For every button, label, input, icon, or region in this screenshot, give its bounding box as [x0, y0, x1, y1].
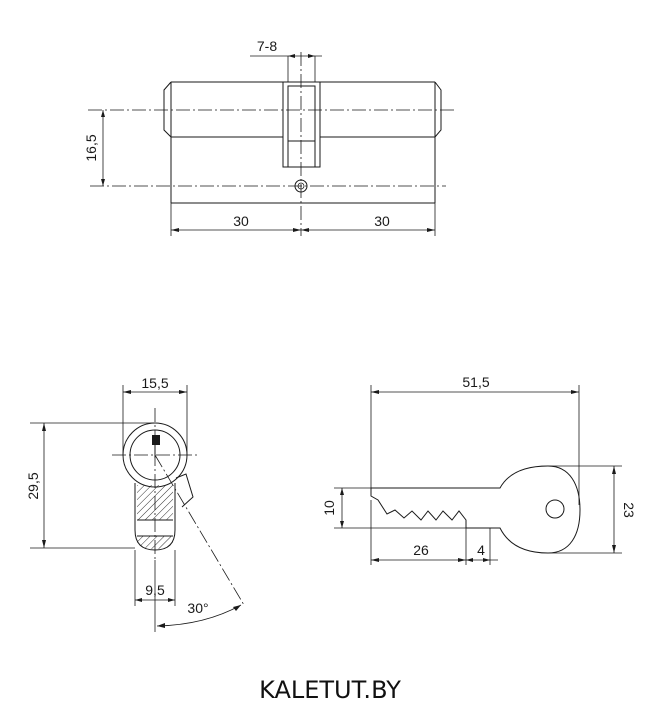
- cylinder-side-view: [88, 52, 456, 236]
- key-dimensions: 51,5 10 23 26 4: [321, 374, 637, 565]
- cylinder-front-view: [112, 408, 245, 606]
- key-bow-height-label: 23: [621, 502, 637, 518]
- body-height-label: 29,5: [25, 472, 41, 499]
- brand-footer: KALETUT.BY: [259, 676, 401, 704]
- key-drawing: [370, 465, 581, 554]
- cam-angle-label: 30°: [187, 600, 208, 616]
- cylinder-dimensions: 7-8 16,5 30 30: [83, 38, 436, 236]
- key-shoulder-label: 4: [477, 542, 485, 558]
- key-cut-length-label: 26: [413, 542, 429, 558]
- left-length-label: 30: [233, 213, 249, 229]
- body-width-label: 15,5: [141, 375, 168, 391]
- axis-offset-label: 16,5: [83, 134, 99, 161]
- right-length-label: 30: [374, 213, 390, 229]
- front-view-dimensions: 15,5 29,5 9,5 30°: [25, 375, 242, 632]
- key-length-label: 51,5: [462, 374, 489, 390]
- key-blade-height-label: 10: [321, 500, 337, 516]
- cam-gap-label: 7-8: [257, 38, 277, 54]
